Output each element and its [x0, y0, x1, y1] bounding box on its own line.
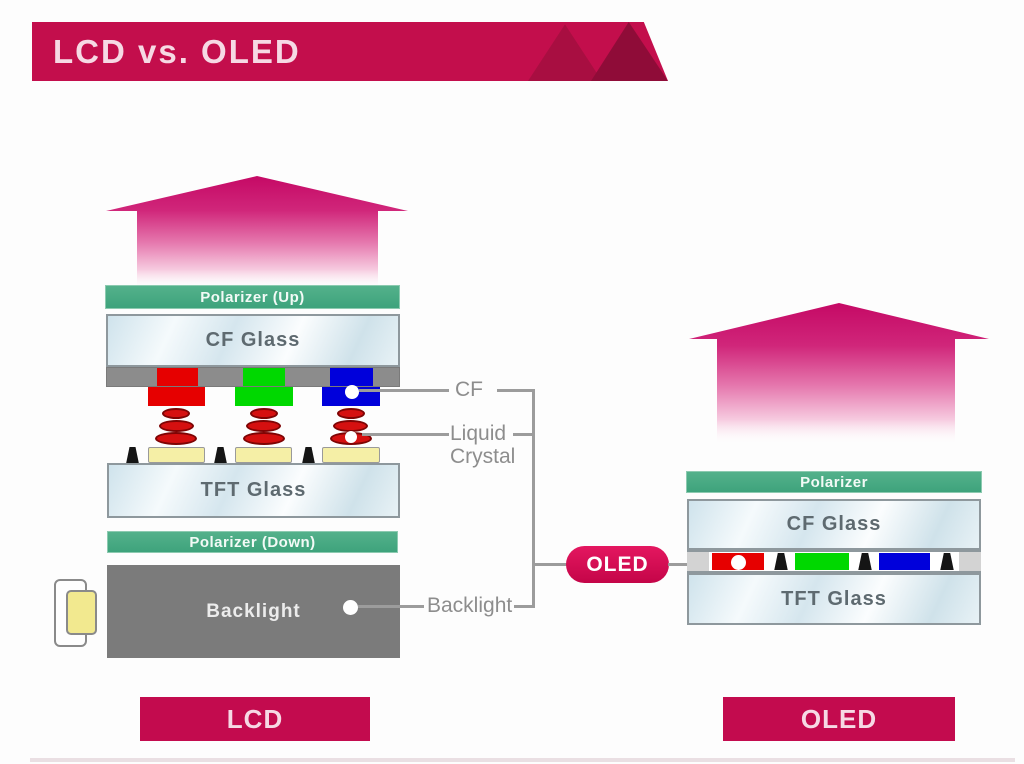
light-emission-arrow-oled-icon [689, 303, 989, 445]
liquid-crystal-icon [337, 408, 365, 419]
lcd-polarizer-down-label: Polarizer (Down) [189, 533, 316, 551]
pixel-electrode-icon [148, 447, 205, 463]
oled-tft-glass-label: TFT Glass [781, 587, 887, 610]
banner-triangle-icon [591, 22, 668, 81]
liquid-crystal-icon [246, 420, 281, 432]
strip-endcap-icon [959, 552, 981, 571]
backlight-annotation: Backlight [427, 594, 513, 617]
liquid-crystal-annotation: Liquid [450, 422, 507, 445]
oled-caption-text: OLED [800, 703, 878, 734]
backlight-connector-line [514, 605, 535, 608]
lcd-backlight-label: Backlight [206, 600, 301, 622]
oled-pill-label: OLED [566, 546, 669, 583]
bottom-edge-line [30, 758, 1015, 762]
backlight-connector-line [358, 605, 424, 608]
blue-filter-icon [330, 368, 373, 386]
liquid-crystal-connector-dot [345, 431, 357, 443]
liquid-crystal-icon [250, 408, 278, 419]
lcd-cf-glass-label: CF Glass [205, 329, 301, 351]
lcd-caption: LCD [140, 697, 370, 741]
lcd-polarizer-down-layer: Polarizer (Down) [107, 531, 398, 553]
cf-annotation: CF [455, 378, 483, 401]
backlight-connector-dot [343, 600, 358, 615]
oled-pill-text: OLED [586, 552, 649, 576]
tft-transistor-icon [126, 447, 139, 463]
tft-transistor-icon [858, 553, 872, 570]
liquid-crystal-icon [159, 420, 194, 432]
connector-bus-line [532, 389, 535, 608]
oled-tft-glass-layer: TFT Glass [687, 573, 981, 625]
cf-connector-line [359, 389, 449, 392]
oled-polarizer-layer: Polarizer [686, 471, 982, 493]
oled-cf-glass-label: CF Glass [786, 513, 882, 535]
cf-connector-dot [345, 385, 359, 399]
green-filter-icon [243, 368, 285, 386]
liquid-crystal-connector-line [362, 433, 449, 436]
title-banner: LCD vs. OLED [32, 22, 668, 81]
strip-endcap-icon [687, 552, 709, 571]
liquid-crystal-annotation: Crystal [450, 445, 516, 468]
tft-transistor-icon [774, 553, 788, 570]
lcd-polarizer-up-layer: Polarizer (Up) [105, 285, 400, 309]
backlight-lamp-icon [66, 590, 97, 635]
lcd-color-filter-strip [106, 367, 400, 387]
oled-caption: OLED [723, 697, 955, 741]
page-title: LCD vs. OLED [53, 32, 301, 70]
banner-triangle-icon [528, 24, 602, 81]
blue-emitter-icon [879, 553, 930, 570]
oled-polarizer-label: Polarizer [800, 473, 868, 491]
liquid-crystal-icon [162, 408, 190, 419]
liquid-crystal-icon [155, 432, 197, 445]
tft-transistor-icon [214, 447, 227, 463]
oled-connector-line [532, 563, 568, 566]
lcd-caption-text: LCD [226, 703, 284, 734]
oled-cf-glass-layer: CF Glass [687, 499, 981, 550]
light-emission-arrow-lcd-icon [106, 176, 408, 290]
liquid-crystal-connector-line [513, 433, 535, 436]
tft-transistor-icon [302, 447, 315, 463]
oled-connector-dot [731, 555, 746, 570]
lcd-tft-glass-label: TFT Glass [200, 479, 307, 501]
pixel-electrode-icon [235, 447, 292, 463]
oled-emitter-strip [687, 550, 981, 573]
green-filter-icon [235, 387, 293, 406]
red-filter-icon [157, 368, 198, 386]
pixel-electrode-icon [322, 447, 380, 463]
lcd-cf-glass-layer: CF Glass [106, 314, 400, 367]
green-emitter-icon [795, 553, 849, 570]
lcd-polarizer-up-label: Polarizer (Up) [200, 288, 305, 306]
liquid-crystal-icon [243, 432, 285, 445]
lcd-tft-glass-layer: TFT Glass [107, 463, 400, 518]
tft-transistor-icon [940, 553, 954, 570]
red-filter-icon [148, 387, 205, 406]
cf-connector-line [497, 389, 535, 392]
